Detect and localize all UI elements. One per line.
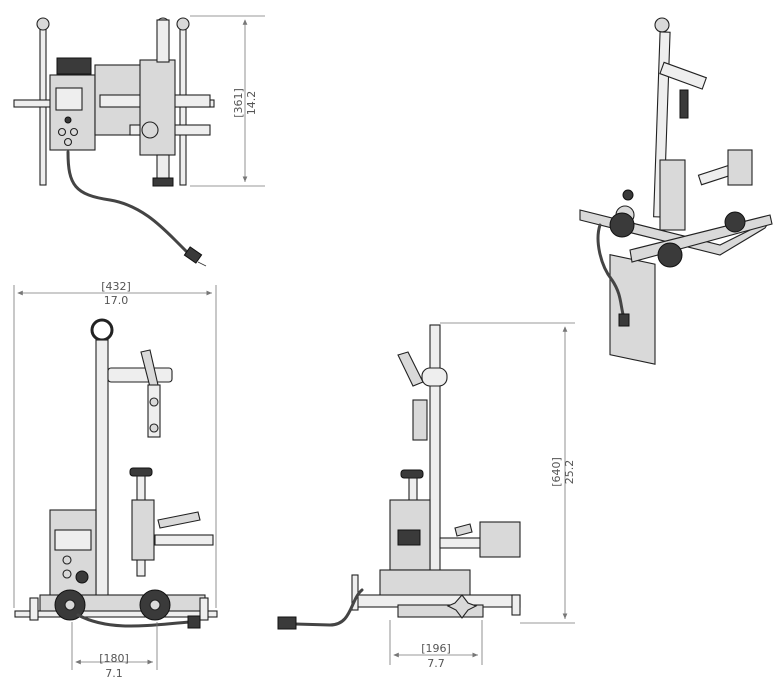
side-view (277, 322, 575, 665)
side-height-metric: [640] (550, 457, 563, 487)
front-width-imperial: 17.0 (104, 294, 129, 307)
side-base-imperial: 7.7 (427, 657, 445, 670)
top-view-depth-metric: [361] (232, 88, 245, 118)
isometric-view (579, 17, 773, 365)
top-view-depth-imperial: 14.2 (245, 91, 258, 116)
front-view (13, 285, 218, 670)
front-wheelbase-imperial: 7.1 (105, 667, 123, 680)
front-wheelbase-metric: [180] (99, 652, 129, 665)
side-base-metric: [196] (421, 642, 451, 655)
front-width-metric: [432] (101, 280, 131, 293)
side-height-imperial: 25.2 (563, 460, 576, 485)
top-view (13, 15, 265, 267)
